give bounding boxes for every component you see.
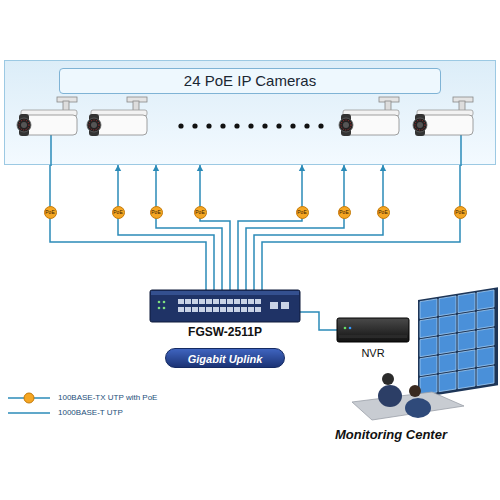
legend-row: 100BASE-TX UTP with PoE (6, 390, 157, 405)
nvr-device: NVR (337, 318, 409, 364)
node-text: 24 PoE IP Cameras (59, 68, 441, 94)
node-text: Monitoring Center (335, 427, 447, 442)
poe-marker: PoE (338, 206, 351, 219)
poe-marker: PoE (112, 206, 125, 219)
node-text: NVR (361, 347, 384, 359)
node-text: FGSW-2511P (188, 325, 262, 339)
poe-marker: PoE (377, 206, 390, 219)
legend: 100BASE-TX UTP with PoE 1000BASE-T UTP (6, 390, 157, 420)
cable-bundle (50, 165, 460, 290)
cable-line (246, 165, 344, 290)
cable-line (156, 165, 222, 290)
poe-marker: PoE (194, 206, 207, 219)
legend-row: 1000BASE-T UTP (6, 405, 157, 420)
arrow-head (197, 165, 203, 171)
poe-marker: PoE (44, 206, 57, 219)
legend-line (8, 412, 50, 414)
monitoring-center: Monitoring Center (332, 362, 498, 444)
poe-marker: PoE (296, 206, 309, 219)
arrow-head (153, 165, 159, 171)
poe-marker: PoE (150, 206, 163, 219)
poe-switch: FGSW-2511P (150, 290, 300, 340)
switch-chassis (150, 290, 300, 322)
arrow-head (299, 165, 305, 171)
legend-sample (6, 392, 52, 404)
legend-sample (6, 407, 52, 419)
legend-text: 100BASE-TX UTP with PoE (58, 393, 157, 402)
arrow-head (115, 165, 121, 171)
legend-text: 1000BASE-T UTP (58, 408, 123, 417)
cable-line (200, 165, 230, 290)
uplink-cable (300, 312, 337, 330)
poe-marker: PoE (454, 206, 467, 219)
cable-line (300, 312, 337, 330)
legend-dot (24, 393, 34, 403)
cable-line (262, 165, 460, 290)
node-text: Gigabit Uplink (188, 350, 263, 368)
nvr-chassis (337, 318, 409, 342)
cable-line (254, 165, 383, 290)
arrow-head (380, 165, 386, 171)
camera-band: 24 PoE IP Cameras (4, 60, 496, 165)
arrow-head (341, 165, 347, 171)
uplink-badge: Gigabit Uplink (165, 348, 285, 368)
operators-figure (332, 362, 498, 424)
